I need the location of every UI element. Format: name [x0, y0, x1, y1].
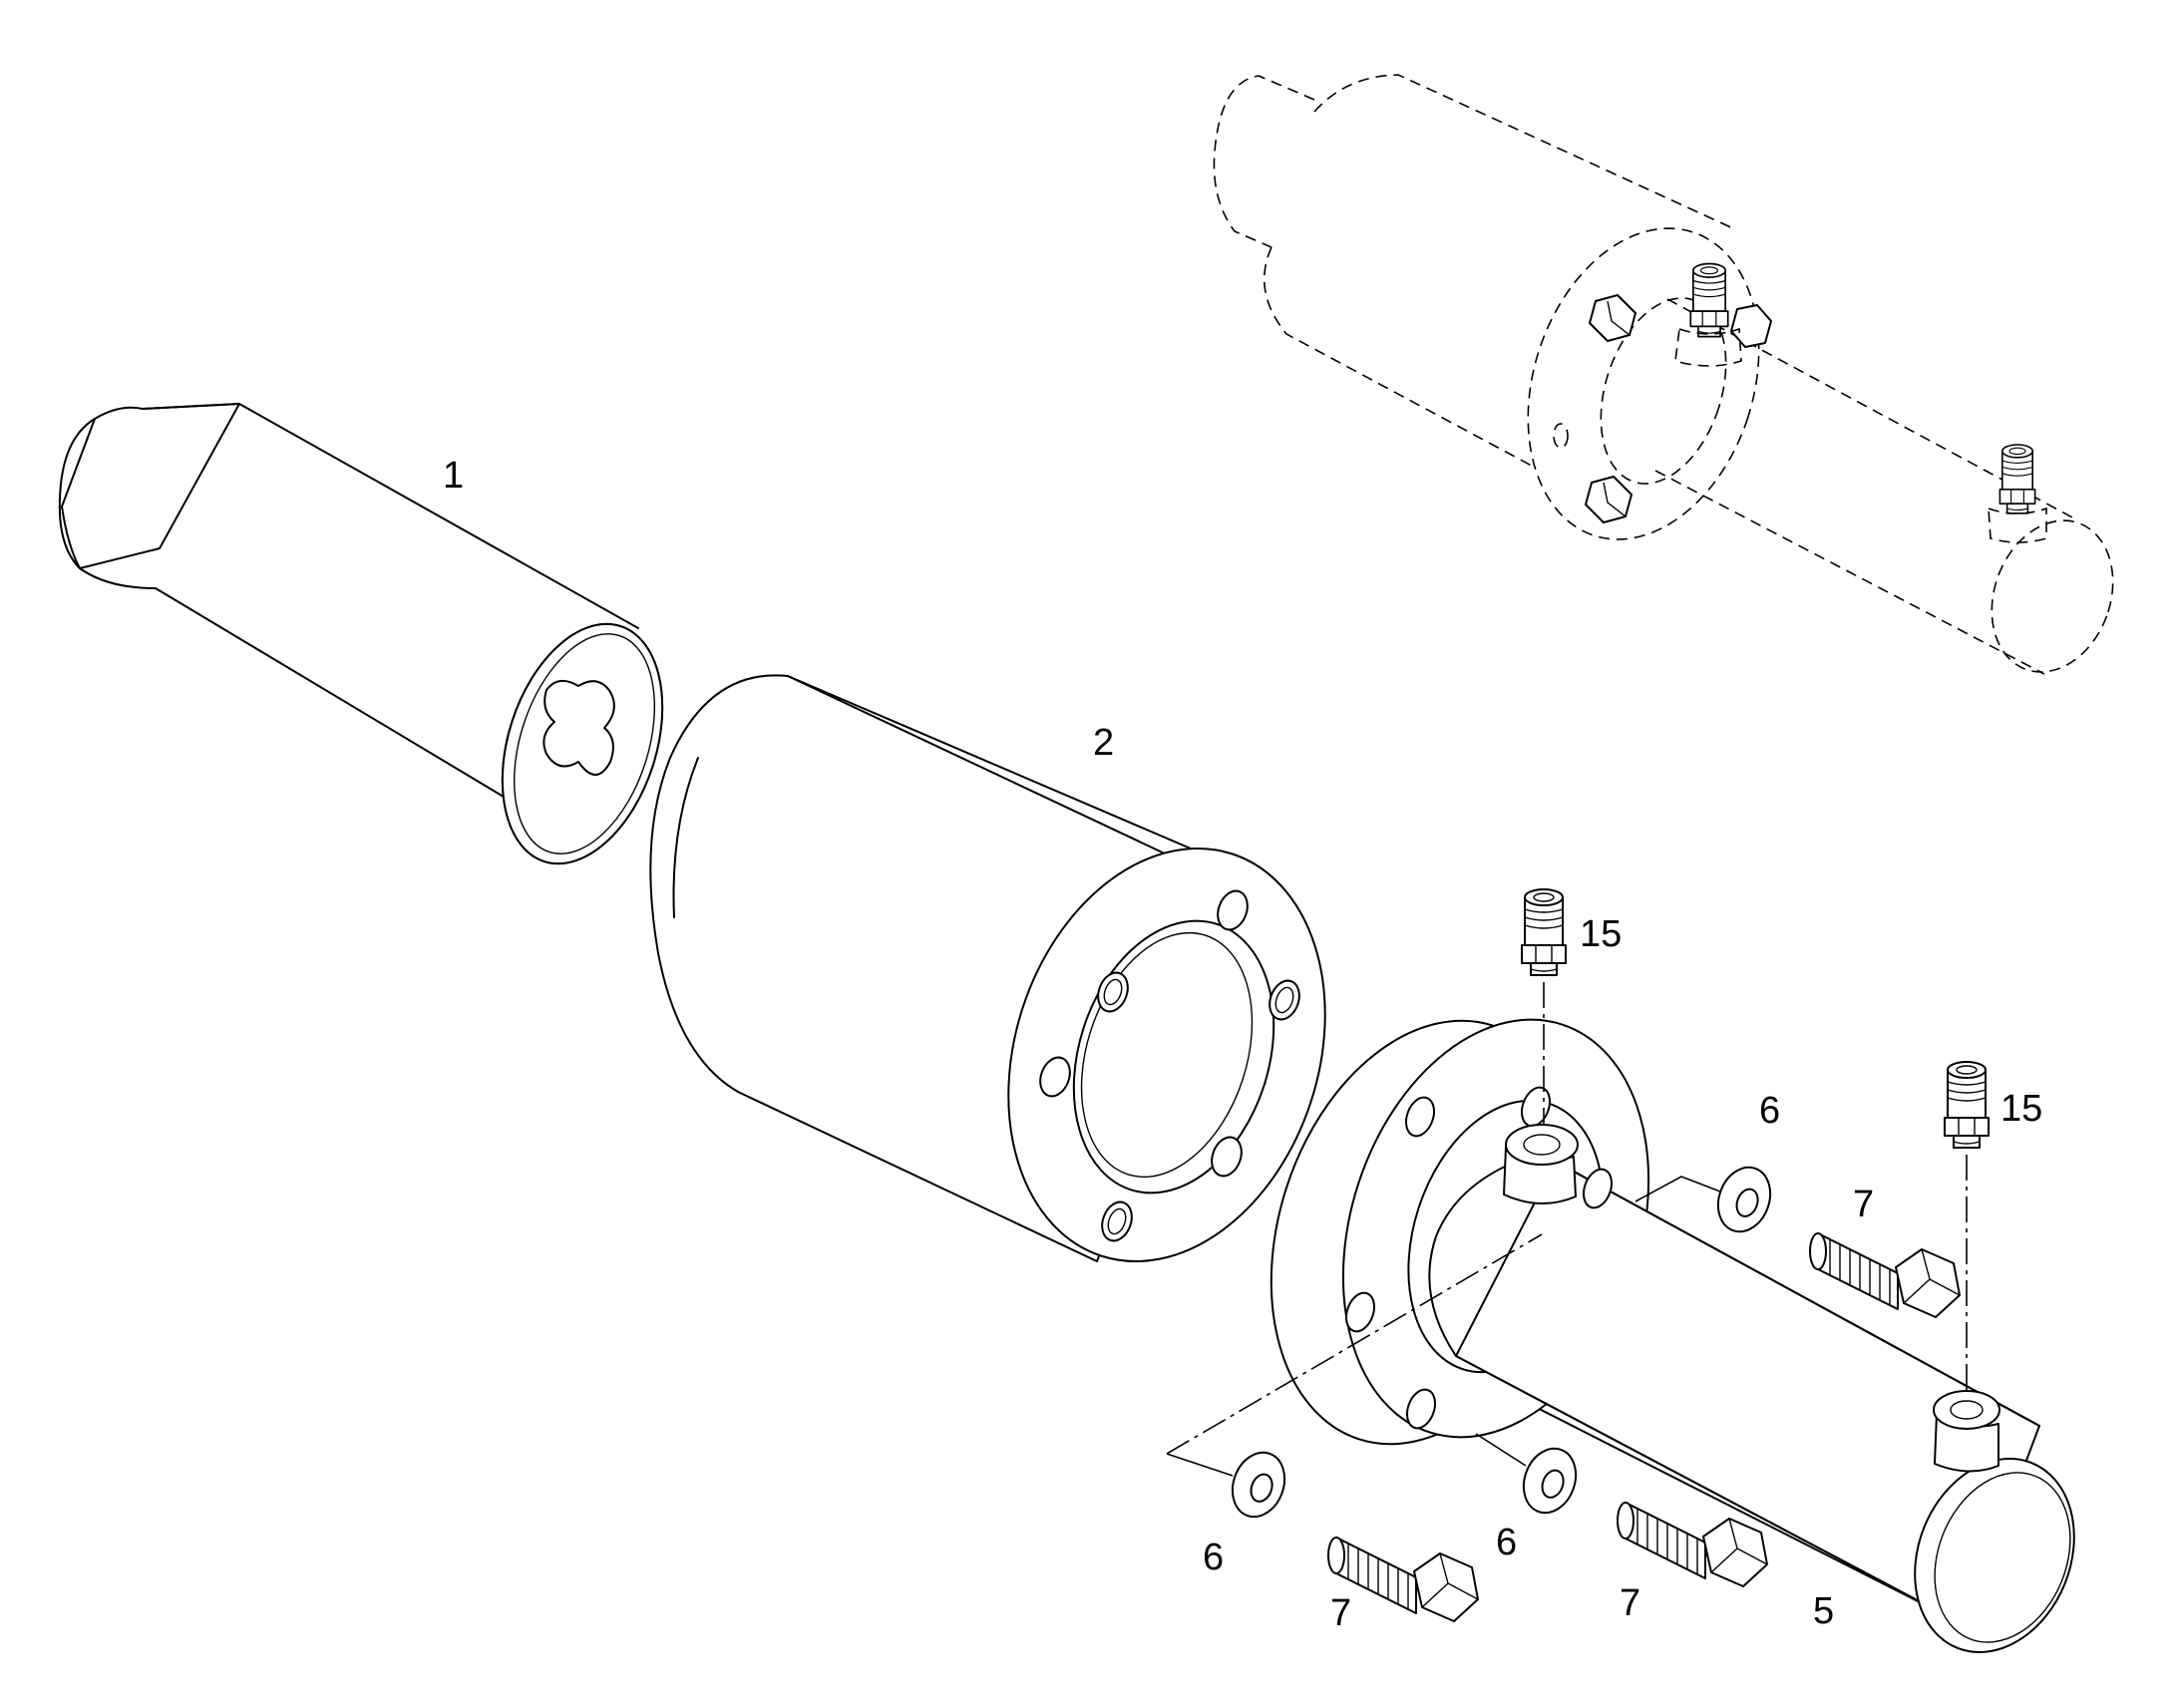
callout-15b: 15 — [2000, 1088, 2042, 1130]
part-1-roller — [58, 403, 664, 865]
callout-2: 2 — [1093, 722, 1114, 764]
callout-15a: 15 — [1580, 913, 1622, 955]
callout-7a: 7 — [1330, 1592, 1351, 1634]
callout-7c: 7 — [1853, 1184, 1874, 1225]
callout-labels: 1 2 5 6 6 6 7 7 7 15 15 — [443, 455, 2042, 1634]
callout-6a: 6 — [1203, 1537, 1224, 1578]
washer-6b — [1514, 1440, 1586, 1522]
bolt-7b — [1617, 1502, 1768, 1587]
nipple-15b — [1944, 1061, 1990, 1149]
nipple-15a — [1521, 888, 1567, 976]
callout-7b: 7 — [1620, 1582, 1640, 1624]
washer-6a — [1223, 1444, 1294, 1526]
callout-5: 5 — [1813, 1590, 1834, 1632]
part-2-housing — [649, 674, 1326, 1263]
assembled-reference-view — [1213, 74, 2114, 675]
bolt-7c — [1809, 1232, 1961, 1318]
part-5-flanged-shaft — [1270, 1018, 2075, 1653]
assembly-lines — [1166, 982, 1968, 1477]
washer-6c — [1708, 1159, 1780, 1240]
callout-1: 1 — [443, 455, 464, 497]
callout-6c: 6 — [1759, 1090, 1780, 1132]
callout-6b: 6 — [1496, 1522, 1517, 1563]
